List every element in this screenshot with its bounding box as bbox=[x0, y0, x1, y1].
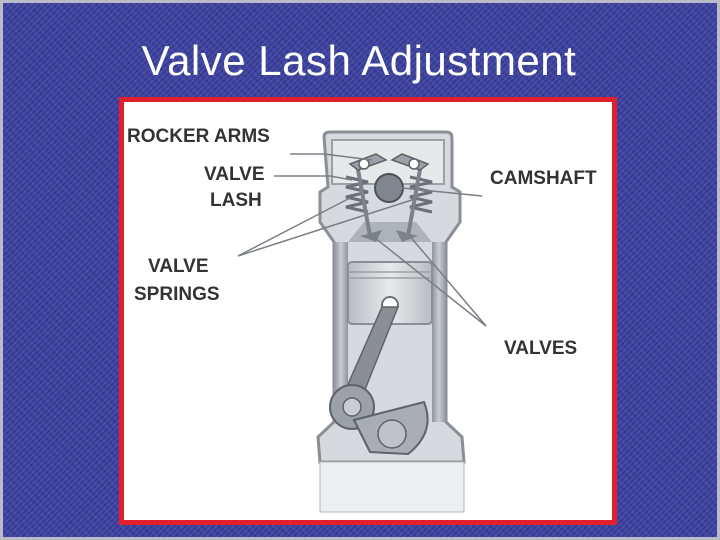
oil-pan bbox=[319, 461, 465, 513]
camshaft-lobe bbox=[374, 173, 404, 203]
label-rocker-arms: ROCKER ARMS bbox=[127, 126, 270, 147]
label-valve-springs-line2: SPRINGS bbox=[134, 284, 220, 305]
rocker-pivot-left bbox=[358, 158, 370, 170]
label-valve-lash-line2: LASH bbox=[210, 190, 262, 211]
engine-diagram-frame: ROCKER ARMS VALVE LASH CAMSHAFT VALVE SP… bbox=[119, 97, 617, 525]
label-valves: VALVES bbox=[504, 338, 578, 359]
label-camshaft: CAMSHAFT bbox=[490, 168, 597, 189]
label-valve-lash-line1: VALVE bbox=[204, 164, 265, 185]
valve-stem-right bbox=[406, 163, 423, 237]
label-valve-springs-line1: VALVE bbox=[148, 256, 209, 277]
rocker-pivot-right bbox=[408, 158, 420, 170]
slide-title: Valve Lash Adjustment bbox=[141, 37, 577, 84]
valve-stem-left bbox=[355, 163, 372, 237]
leader-lines bbox=[237, 153, 487, 327]
cylinder-wall-left bbox=[334, 242, 348, 422]
cylinder-wall-right bbox=[432, 242, 446, 422]
valve-head-right bbox=[396, 230, 418, 242]
valve-spring-left bbox=[345, 175, 369, 214]
engine-cross-section-illustration bbox=[237, 130, 487, 513]
